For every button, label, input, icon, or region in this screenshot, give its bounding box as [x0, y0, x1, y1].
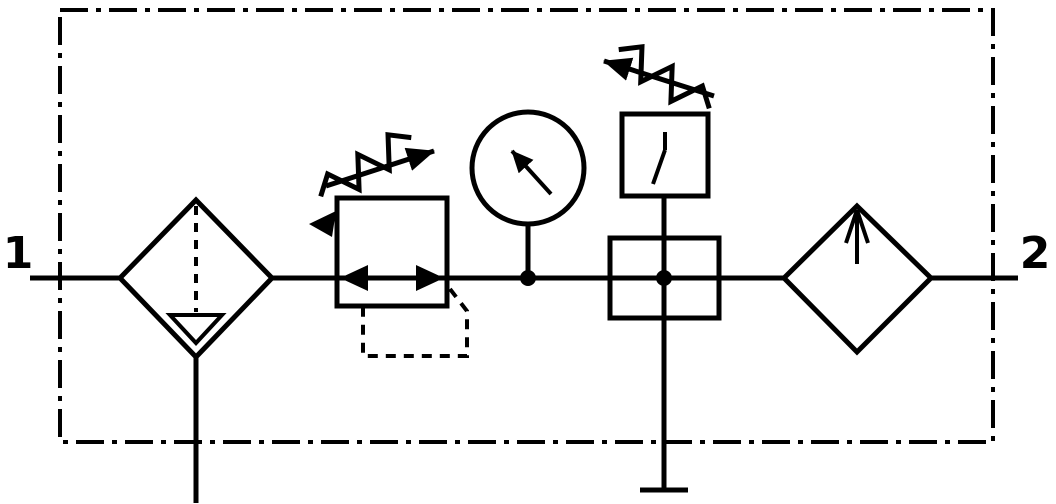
lubricator-body — [780, 202, 935, 356]
circuit: 1 2 — [3, 8, 1051, 503]
regulator-flow-arrow-left — [340, 265, 368, 291]
regulator-flow-arrow-right — [416, 265, 444, 291]
filter-separator-triangle — [165, 313, 227, 346]
port-1-label: 1 — [3, 228, 34, 279]
switch-adjustment-arrow — [603, 57, 715, 99]
switch-junction-block — [607, 235, 722, 321]
regulator-adjustment-arrow — [325, 147, 435, 189]
gauge-junction-dot — [520, 270, 536, 286]
regulator-pilot-dashed-line — [361, 287, 469, 358]
switch-contact-lever — [651, 149, 667, 185]
regulator-body — [334, 195, 450, 309]
lubricator-drip-right — [855, 209, 870, 244]
pressure-switch-icon — [603, 37, 722, 321]
lubricator-drip-left — [844, 209, 859, 244]
filter-water-separator-icon — [116, 196, 276, 361]
lubricator-icon — [780, 202, 935, 356]
port-2-label: 2 — [1020, 228, 1051, 279]
switch-junction-dot — [656, 270, 672, 286]
enclosure-border — [58, 8, 995, 444]
regulator-relief-arrow — [309, 211, 336, 237]
pressure-regulator-icon — [309, 125, 469, 358]
pressure-gauge-icon — [469, 109, 587, 286]
gauge-needle — [510, 149, 553, 196]
